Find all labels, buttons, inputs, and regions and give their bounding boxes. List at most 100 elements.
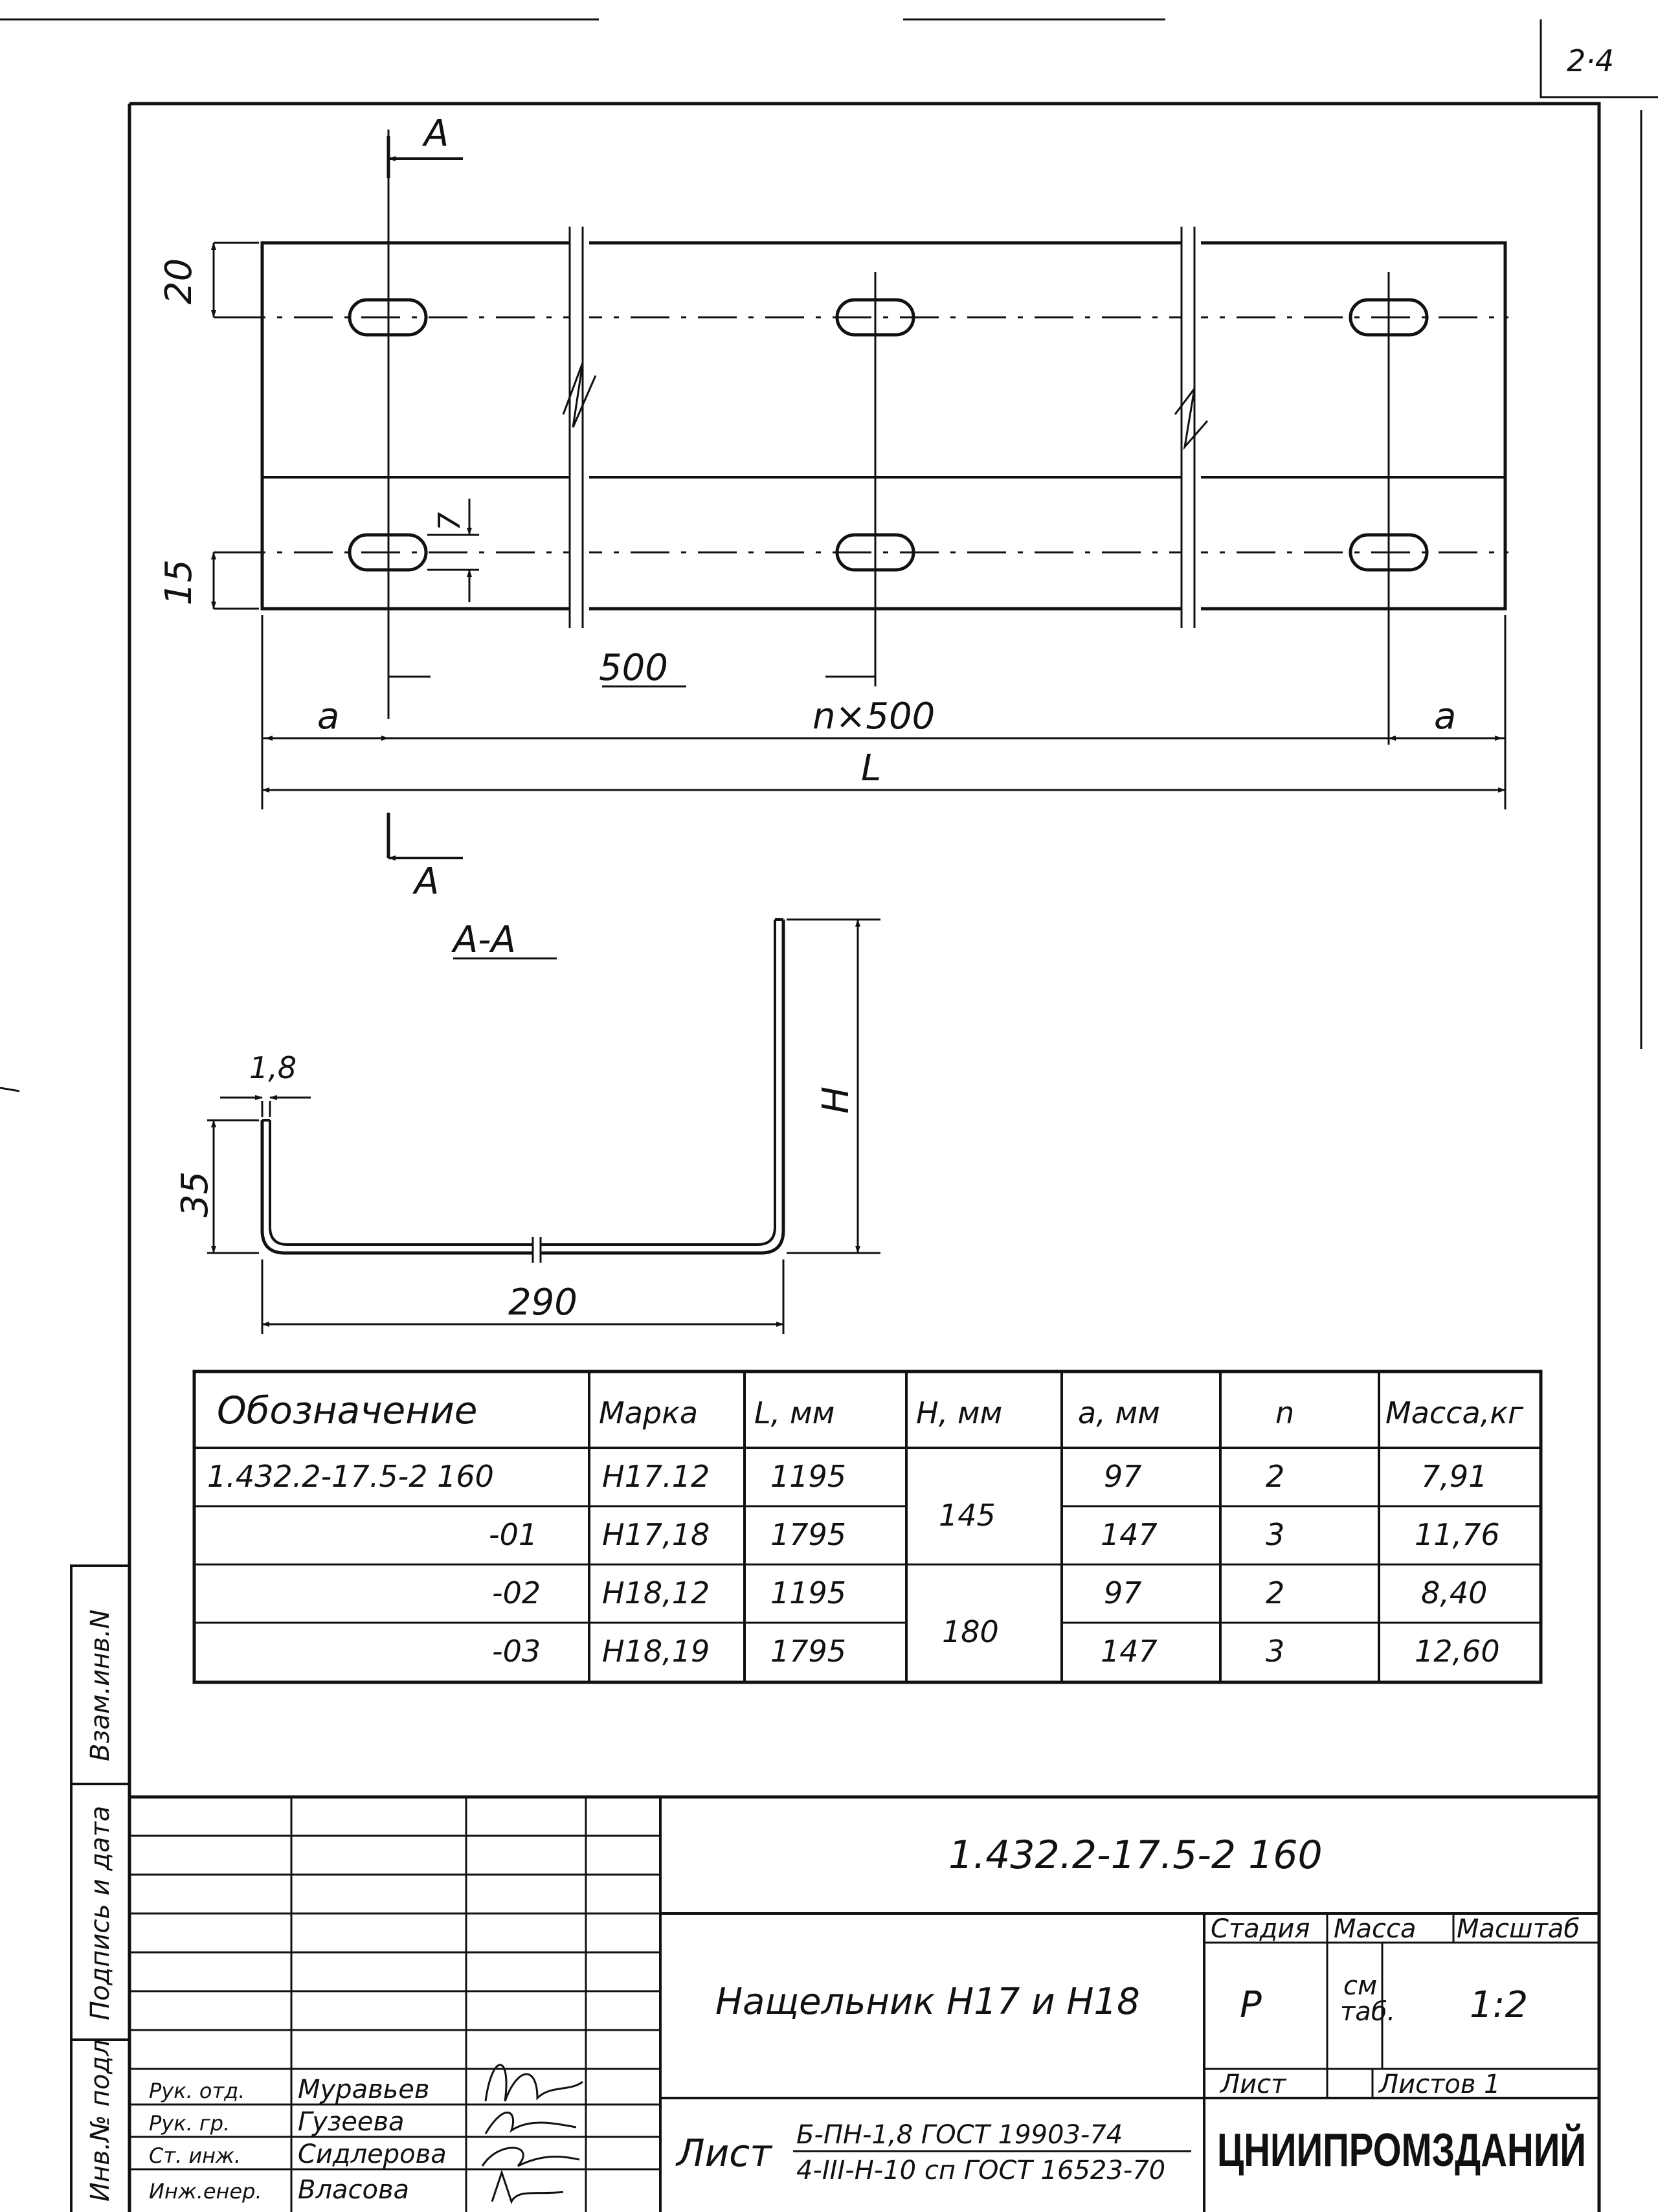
table-header-n: n — [1275, 1395, 1294, 1430]
signature-scribble — [481, 2147, 580, 2167]
name-engineer: Власова — [298, 2175, 409, 2205]
title-doc-number: 1.432.2-17.5-2 160 — [948, 1833, 1323, 1878]
title-col-stage: Стадия — [1211, 1914, 1310, 1944]
table-header-H: H, мм — [916, 1395, 1002, 1430]
dim-15: 15 — [158, 559, 200, 605]
section-letter-top: А — [422, 113, 449, 155]
name-senior-eng: Сидлерова — [298, 2139, 447, 2169]
table-row: -01 Н17,18 1795 147 3 11,76 — [489, 1517, 1500, 1552]
cell-n: 2 — [1266, 1575, 1284, 1610]
title-mass-line1: см — [1343, 1971, 1377, 2001]
cell-a: 147 — [1101, 1634, 1158, 1669]
section-title: А-А — [451, 919, 516, 961]
cell-n: 3 — [1266, 1634, 1284, 1669]
title-organization: ЦНИИПРОМЗДАНИЙ — [1217, 2123, 1586, 2176]
dim-7: 7 — [432, 512, 467, 531]
cell-L: 1195 — [770, 1459, 846, 1494]
margin-tick — [0, 1087, 20, 1092]
cell-mass: 7,91 — [1421, 1459, 1487, 1494]
name-head-group: Гузеева — [298, 2107, 405, 2137]
dim-290: 290 — [508, 1281, 577, 1324]
stamp-inv-original: Инв.№ подл — [85, 2039, 115, 2202]
table-row: -03 Н18,19 1795 147 3 12,60 — [492, 1634, 1500, 1669]
cell-mass: 11,76 — [1415, 1517, 1500, 1552]
break-zigzag — [1174, 388, 1209, 450]
break-zigzag — [562, 362, 597, 428]
cell-mark: Н17.12 — [602, 1459, 710, 1494]
title-col-mass: Масса — [1334, 1914, 1417, 1944]
dim-a-left: a — [317, 695, 339, 738]
dim-n-500: n×500 — [812, 695, 935, 738]
stamp-signature-date: Подпись и дата — [85, 1806, 115, 2020]
dim-L: L — [861, 747, 881, 789]
cell-mark: Н18,19 — [602, 1634, 710, 1669]
plate-outline — [260, 241, 1507, 611]
title-material-bottom: 4-III-Н-10 сп ГОСТ 16523-70 — [796, 2156, 1165, 2185]
slot-hole — [1349, 298, 1429, 337]
role-head-group: Рук. гр. — [149, 2111, 230, 2136]
channel-profile-outer — [260, 920, 785, 1255]
cell-L: 1795 — [770, 1517, 846, 1552]
slot-hole — [1349, 533, 1429, 572]
slot-hole — [835, 533, 915, 572]
cell-mass: 12,60 — [1415, 1634, 1500, 1669]
channel-profile-inner — [269, 920, 776, 1246]
role-head-dept: Рук. отд. — [149, 2079, 245, 2103]
cell-designation: 1.432.2-17.5-2 160 — [207, 1459, 494, 1494]
dim-35: 35 — [174, 1171, 216, 1217]
stamp-inv-replace: Взам.инв.N — [85, 1610, 115, 1761]
cell-L: 1795 — [770, 1634, 846, 1669]
title-sheet-label: Лист — [1219, 2070, 1287, 2099]
cell-n: 2 — [1266, 1459, 1284, 1494]
title-material-top: Б-ПН-1,8 ГОСТ 19903-74 — [796, 2120, 1123, 2150]
cell-L: 1195 — [770, 1575, 846, 1610]
title-product-name: Нащельник Н17 и Н18 — [715, 1981, 1140, 2023]
cell-a: 147 — [1101, 1517, 1158, 1552]
cell-H-group: 180 — [942, 1614, 999, 1649]
slot-hole — [348, 298, 428, 337]
cell-mark: Н17,18 — [602, 1517, 710, 1552]
sheet-corner-bracket — [1540, 19, 1658, 98]
title-mass-line2: таб. — [1340, 1997, 1395, 2027]
title-sheets-count: Листов 1 — [1378, 2070, 1501, 2099]
signature-scribble — [484, 2064, 583, 2102]
table-header-L: L, мм — [754, 1395, 835, 1430]
title-scale: 1:2 — [1470, 1984, 1528, 2026]
role-senior-eng: Ст. инж. — [149, 2143, 241, 2168]
section-view: А-А 1,8 35 290 H — [174, 918, 880, 1334]
side-stamp-column: Взам.инв.N Подпись и дата Инв.№ подл — [70, 1564, 129, 2212]
cell-n: 3 — [1266, 1517, 1284, 1552]
signature-scribble — [491, 2169, 564, 2204]
table-header-a: a, мм — [1078, 1395, 1160, 1430]
title-stage: Р — [1240, 1984, 1262, 2026]
cell-designation: -02 — [492, 1575, 541, 1610]
break-gap — [1182, 227, 1201, 628]
profile-break — [533, 1237, 541, 1263]
side-stamp-border — [70, 1564, 129, 2212]
title-material-label: Лист — [675, 2131, 773, 2175]
table-row: 1.432.2-17.5-2 160 Н17.12 1195 97 2 7,91 — [207, 1459, 1487, 1494]
handwritten-signatures — [481, 2064, 583, 2204]
section-letter-bottom: А — [412, 861, 439, 903]
table-row: -02 Н18,12 1195 97 2 8,40 — [492, 1575, 1487, 1610]
table-border — [192, 1370, 1543, 1684]
cell-mark: Н18,12 — [602, 1575, 710, 1610]
cell-a: 97 — [1104, 1575, 1142, 1610]
dim-500: 500 — [599, 647, 668, 689]
sheet-corner-number: 2·4 — [1567, 43, 1614, 78]
dim-20: 20 — [158, 258, 200, 304]
spec-table: Обозначение Марка L, мм H, мм a, мм n Ма… — [192, 1370, 1543, 1684]
dim-H: H — [815, 1087, 857, 1114]
cell-designation: -01 — [489, 1517, 537, 1552]
table-header-designation: Обозначение — [217, 1388, 477, 1432]
dim-a-right: a — [1434, 695, 1456, 738]
table-header-mass: Масса,кг — [1385, 1395, 1524, 1430]
cell-mass: 8,40 — [1421, 1575, 1487, 1610]
cell-H-group: 145 — [939, 1498, 996, 1533]
slot-hole — [348, 533, 428, 572]
role-engineer: Инж.енер. — [149, 2179, 262, 2204]
signature-scribble — [484, 2111, 577, 2134]
title-block: Рук. отд. Муравьев Рук. гр. Гузеева Ст. … — [129, 1795, 1599, 2212]
cell-designation: -03 — [492, 1634, 541, 1669]
